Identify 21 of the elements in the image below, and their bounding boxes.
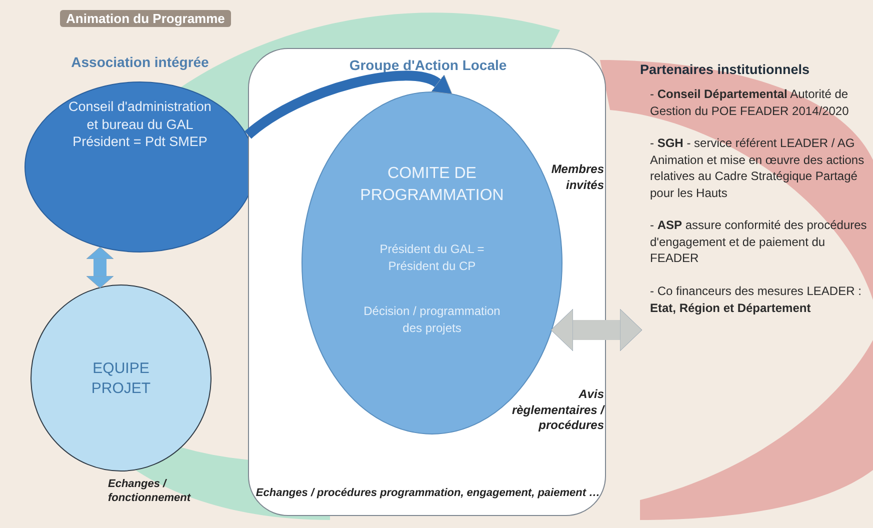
heading: EQUIPE PROJET — [90, 359, 152, 400]
annotation-text: Membres invités — [550, 162, 604, 194]
body-text: - SGH - service référent LEADER / AG Animation et mise en œuvre des actions relatives au Cadre Stratégique Partagé pour les Hauts — [650, 135, 866, 202]
caption-text: Echanges / fonctionnement — [108, 477, 192, 506]
heading: Groupe d'Action Locale — [348, 57, 508, 73]
heading: Partenaires institutionnels — [640, 62, 811, 77]
body-text: - Co financeurs des mesures LEADER : Etat, Région et Département — [650, 283, 862, 316]
group-panel — [248, 48, 606, 516]
block-arrow — [86, 246, 114, 288]
body-text: Président du GAL = Président du CP — [378, 241, 486, 276]
block-arrow — [550, 308, 642, 352]
body-text: Décision / programmation des projets — [362, 303, 502, 338]
title: Animation du Programme — [60, 10, 231, 27]
body-text: - ASP assure conformité des procédures d'engagement et de paiement du FEADER — [650, 217, 868, 267]
heading: COMITE DE PROGRAMMATION — [359, 164, 505, 206]
heading: Association intégrée — [70, 54, 210, 70]
annotation-text: Avis règlementaires / procédures — [511, 387, 604, 434]
body-text: - Conseil Départemental Autorité de Gestion du POE FEADER 2014/2020 — [650, 86, 850, 120]
annotation-text: Echanges / procédures programmation, engagement, paiement … — [254, 487, 602, 499]
block-arrow — [244, 70, 454, 139]
body-text: Conseil d'administration et bureau du GAL Président = Pdt SMEP — [68, 98, 212, 151]
